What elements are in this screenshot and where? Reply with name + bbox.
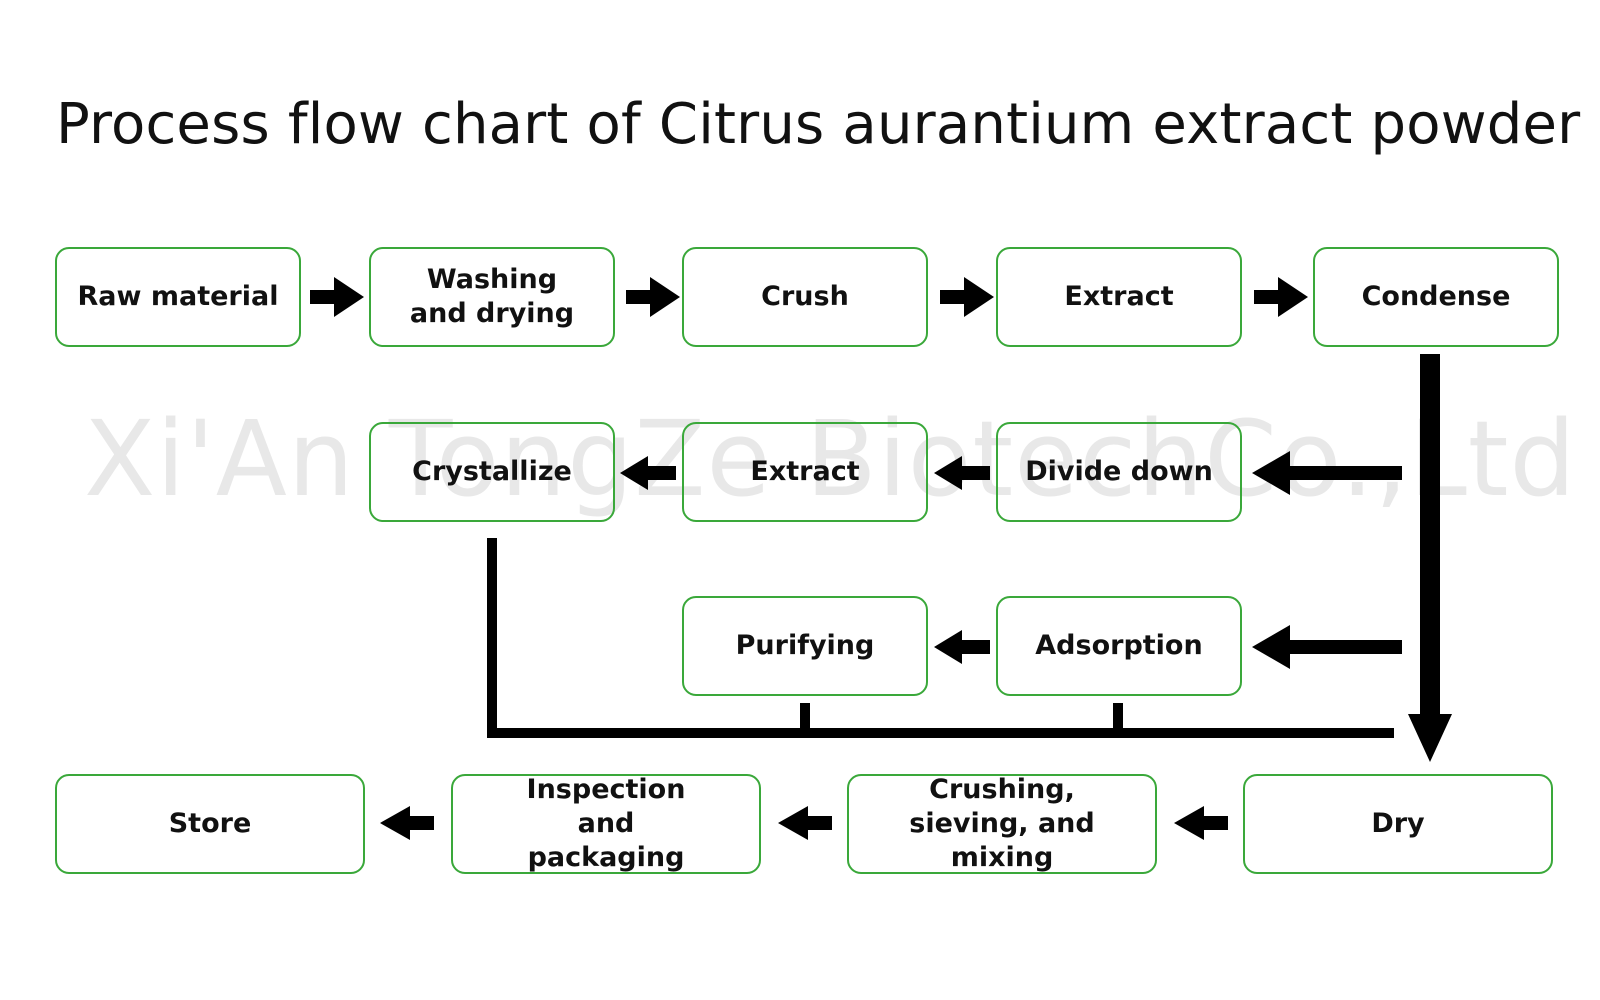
page-title: Process flow chart of Citrus aurantium e… — [56, 92, 1581, 157]
step-label: Adsorption — [1035, 630, 1203, 662]
step-adsorption: Adsorption — [996, 596, 1242, 696]
step-label: Extract — [1064, 281, 1174, 313]
step-label: Store — [168, 808, 252, 840]
arrow-main-to-adsorption — [1252, 625, 1402, 669]
step-label: Dry — [1371, 808, 1425, 840]
line-adsorption-down — [1113, 703, 1123, 738]
arrow-crush-to-extract — [940, 277, 994, 317]
step-crystallize: Crystallize — [369, 422, 615, 522]
step-label: Crushing, sieving, and mixing — [909, 774, 1095, 873]
step-dry: Dry — [1243, 774, 1553, 874]
step-raw-material: Raw material — [55, 247, 301, 347]
step-washing-and-drying: Washing and drying — [369, 247, 615, 347]
step-label: Inspection and packaging — [526, 774, 686, 873]
arrow-inspection-to-store — [380, 806, 434, 840]
arrow-divide-down-to-extract — [934, 456, 990, 490]
line-purifying-down — [800, 703, 810, 738]
watermark: Xi'An TongZe BiotechCo.,Ltd — [84, 398, 1577, 520]
step-label: Washing and drying — [409, 264, 575, 329]
step-extract-2: Extract — [682, 422, 928, 522]
step-condense: Condense — [1313, 247, 1559, 347]
step-purifying: Purifying — [682, 596, 928, 696]
arrow-extract-to-crystallize — [620, 456, 676, 490]
arrow-raw-to-washing — [310, 277, 364, 317]
arrow-crushing-to-inspection — [778, 806, 832, 840]
step-crush: Crush — [682, 247, 928, 347]
step-label: Crystallize — [412, 456, 572, 488]
arrow-washing-to-crush — [626, 277, 680, 317]
step-divide-down: Divide down — [996, 422, 1242, 522]
step-label: Purifying — [735, 630, 875, 662]
step-store: Store — [55, 774, 365, 874]
step-crushing-sieving-mixing: Crushing, sieving, and mixing — [847, 774, 1157, 874]
line-crystallize-down — [487, 538, 497, 738]
arrow-adsorption-to-purifying — [934, 630, 990, 664]
step-inspection-and-packaging: Inspection and packaging — [451, 774, 761, 874]
step-label: Condense — [1361, 281, 1511, 313]
step-label: Raw material — [77, 281, 279, 313]
line-collector-horizontal — [487, 728, 1394, 738]
step-label: Crush — [761, 281, 849, 313]
arrow-dry-to-crushing — [1174, 806, 1228, 840]
step-label: Divide down — [1025, 456, 1213, 488]
arrow-extract-to-condense — [1254, 277, 1308, 317]
step-extract-1: Extract — [996, 247, 1242, 347]
arrow-condense-to-dry — [1408, 354, 1452, 762]
arrow-main-to-divide-down — [1252, 451, 1402, 495]
step-label: Extract — [750, 456, 860, 488]
